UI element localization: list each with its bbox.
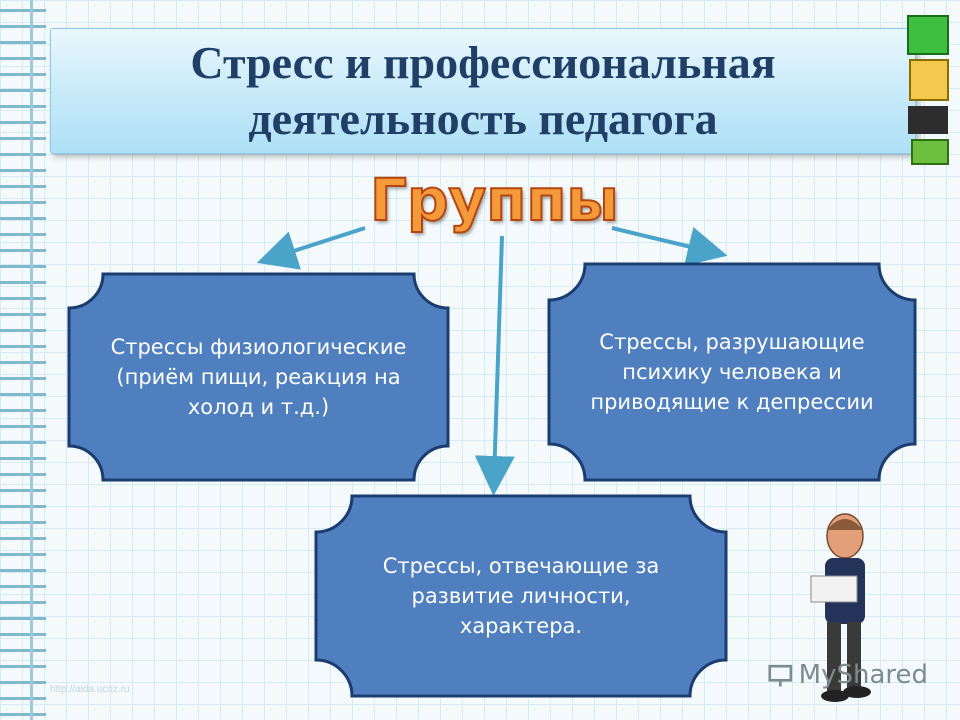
- notebook-spiral: [0, 0, 46, 720]
- box-psyche-text: Стрессы, разрушающие психику человека и …: [590, 330, 874, 414]
- groups-heading: Группы: [369, 165, 620, 235]
- decorative-graphic-icon: [907, 15, 949, 165]
- box-physiological: Стрессы физиологические (приём пищи, реа…: [67, 272, 450, 482]
- arrow-right: [611, 226, 728, 266]
- presentation-board-icon: [768, 664, 793, 687]
- box-personality: Стрессы, отвечающие за развитие личности…: [314, 494, 728, 698]
- myshared-logo: MyShared: [768, 658, 928, 692]
- watermark-url: http://aida.ucoz.ru: [50, 684, 130, 695]
- slide-title: Стресс и профессиональная деятельность п…: [190, 37, 776, 144]
- man-with-papers-icon: [810, 513, 871, 702]
- logo-text: MyShared: [798, 660, 928, 690]
- box-physiological-text: Стрессы физиологические (приём пищи, реа…: [110, 335, 407, 419]
- arrow-down: [474, 235, 515, 496]
- title-banner: Стресс и профессиональная деятельность п…: [50, 28, 916, 154]
- box-personality-text: Стрессы, отвечающие за развитие личности…: [382, 554, 660, 638]
- box-psyche: Стрессы, разрушающие психику человека и …: [547, 262, 917, 482]
- arrow-left: [256, 226, 366, 270]
